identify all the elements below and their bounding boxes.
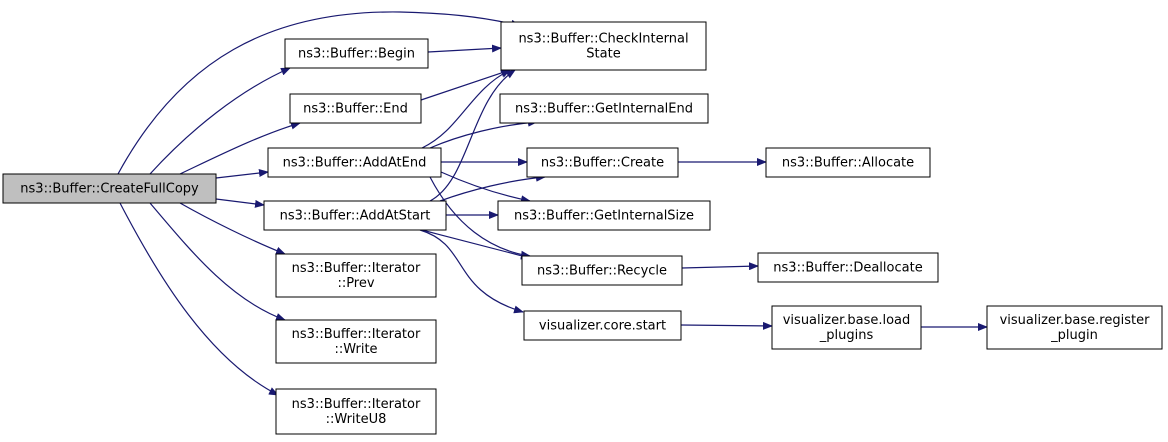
- node-label-line: ::Write: [334, 342, 377, 357]
- node-addatstart[interactable]: ns3::Buffer::AddAtStart: [263, 200, 447, 231]
- node-iteratorwrite[interactable]: ns3::Buffer::Iterator::Write: [275, 319, 437, 364]
- node-box: [526, 147, 679, 178]
- edge-end-to-checkinternalstate: [420, 69, 511, 101]
- node-label-line: _plugin: [1050, 328, 1098, 343]
- node-coreStart[interactable]: visualizer.core.start: [523, 310, 682, 341]
- edge-begin-to-checkinternalstate: [427, 44, 502, 53]
- node-loadplugins[interactable]: visualizer.base.load_plugins: [771, 305, 922, 350]
- node-box: [523, 310, 682, 341]
- node-label-line: ns3::Buffer::Recycle: [537, 264, 667, 279]
- node-label-line: visualizer.base.load: [783, 313, 911, 328]
- node-label-line: ns3::Buffer::GetInternalSize: [514, 209, 694, 224]
- edge-addatstart-to-create: [439, 173, 546, 202]
- node-box: [267, 147, 442, 178]
- node-box: [263, 200, 447, 231]
- node-recycle[interactable]: ns3::Buffer::Recycle: [521, 255, 683, 286]
- edge-createfullcopy-to-addatend: [215, 169, 269, 179]
- node-end[interactable]: ns3::Buffer::End: [289, 93, 422, 124]
- node-getinternalsize[interactable]: ns3::Buffer::GetInternalSize: [497, 200, 711, 231]
- node-label-line: ::WriteU8: [326, 412, 387, 427]
- nodes-layer: ns3::Buffer::CreateFullCopyns3::Buffer::…: [2, 21, 1163, 435]
- edge-addatend-to-recycle: [429, 176, 531, 259]
- edge-addatend-to-checkinternalstate: [421, 69, 511, 149]
- node-label-line: ns3::Buffer::End: [303, 102, 408, 117]
- node-label-line: ns3::Buffer::Iterator: [292, 327, 421, 342]
- node-label-line: ns3::Buffer::Begin: [298, 47, 415, 62]
- edge-createfullcopy-to-iteratorwrite: [149, 202, 286, 321]
- node-createfullcopy[interactable]: ns3::Buffer::CreateFullCopy: [2, 173, 217, 204]
- node-getinternalend[interactable]: ns3::Buffer::GetInternalEnd: [499, 93, 709, 124]
- edge-recycle-to-deallocate: [681, 262, 759, 271]
- node-allocate[interactable]: ns3::Buffer::Allocate: [765, 147, 931, 178]
- node-box: [986, 305, 1163, 350]
- node-registerplugin[interactable]: visualizer.base.register_plugin: [986, 305, 1163, 350]
- node-deallocate[interactable]: ns3::Buffer::Deallocate: [757, 252, 939, 283]
- node-label-line: ns3::Buffer::Allocate: [782, 156, 914, 171]
- edge-createfullcopy-to-addatstart: [215, 198, 265, 208]
- edge-createfullcopy-to-begin: [149, 67, 291, 175]
- node-box: [500, 21, 707, 71]
- node-label-line: ns3::Buffer::AddAtStart: [280, 209, 431, 224]
- edge-addatstart-to-recycle: [421, 229, 531, 260]
- node-label-line: ns3::Buffer::CheckInternal: [518, 32, 688, 47]
- edge-addatend-to-getinternalend: [429, 118, 538, 149]
- node-label-line: ::Prev: [337, 276, 374, 291]
- edge-createfullcopy-to-iteratorwriteu8: [119, 202, 279, 396]
- node-label-line: _plugins: [819, 328, 874, 343]
- node-box: [275, 319, 437, 364]
- node-iteratorprev[interactable]: ns3::Buffer::Iterator::Prev: [275, 253, 437, 298]
- node-label-line: ns3::Buffer::Create: [541, 156, 664, 171]
- node-label-line: visualizer.core.start: [539, 319, 666, 334]
- node-box: [765, 147, 931, 178]
- node-create[interactable]: ns3::Buffer::Create: [526, 147, 679, 178]
- edge-addatend-to-getinternalsize: [440, 171, 531, 204]
- edge-createfullcopy-to-checkinternalstate: [117, 11, 521, 175]
- node-iteratorwriteu8[interactable]: ns3::Buffer::Iterator::WriteU8: [275, 388, 437, 435]
- node-box: [2, 173, 217, 204]
- node-label-line: ns3::Buffer::Iterator: [292, 397, 421, 412]
- edge-createfullcopy-to-iteratorprev: [179, 202, 286, 255]
- edge-coreStart-to-loadplugins: [680, 321, 773, 330]
- edge-addatstart-to-coreStart: [419, 229, 524, 314]
- node-box: [757, 252, 939, 283]
- node-box: [521, 255, 683, 286]
- node-addatend[interactable]: ns3::Buffer::AddAtEnd: [267, 147, 442, 178]
- edge-createfullcopy-to-end: [179, 121, 301, 175]
- node-box: [275, 388, 437, 435]
- node-box: [275, 253, 437, 298]
- node-box: [284, 38, 429, 69]
- node-label-line: ns3::Buffer::Deallocate: [773, 261, 922, 276]
- edges-layer: [117, 11, 988, 396]
- node-box: [771, 305, 922, 350]
- node-box: [289, 93, 422, 124]
- node-begin[interactable]: ns3::Buffer::Begin: [284, 38, 429, 69]
- node-label-line: ns3::Buffer::AddAtEnd: [283, 156, 427, 171]
- node-label-line: State: [586, 47, 620, 62]
- node-box: [499, 93, 709, 124]
- node-label-line: ns3::Buffer::Iterator: [292, 261, 421, 276]
- edge-addatstart-to-checkinternalstate: [429, 69, 516, 202]
- node-label-line: visualizer.base.register: [1000, 313, 1151, 328]
- node-label-line: ns3::Buffer::GetInternalEnd: [515, 102, 693, 117]
- node-box: [497, 200, 711, 231]
- node-label-line: ns3::Buffer::CreateFullCopy: [20, 182, 199, 197]
